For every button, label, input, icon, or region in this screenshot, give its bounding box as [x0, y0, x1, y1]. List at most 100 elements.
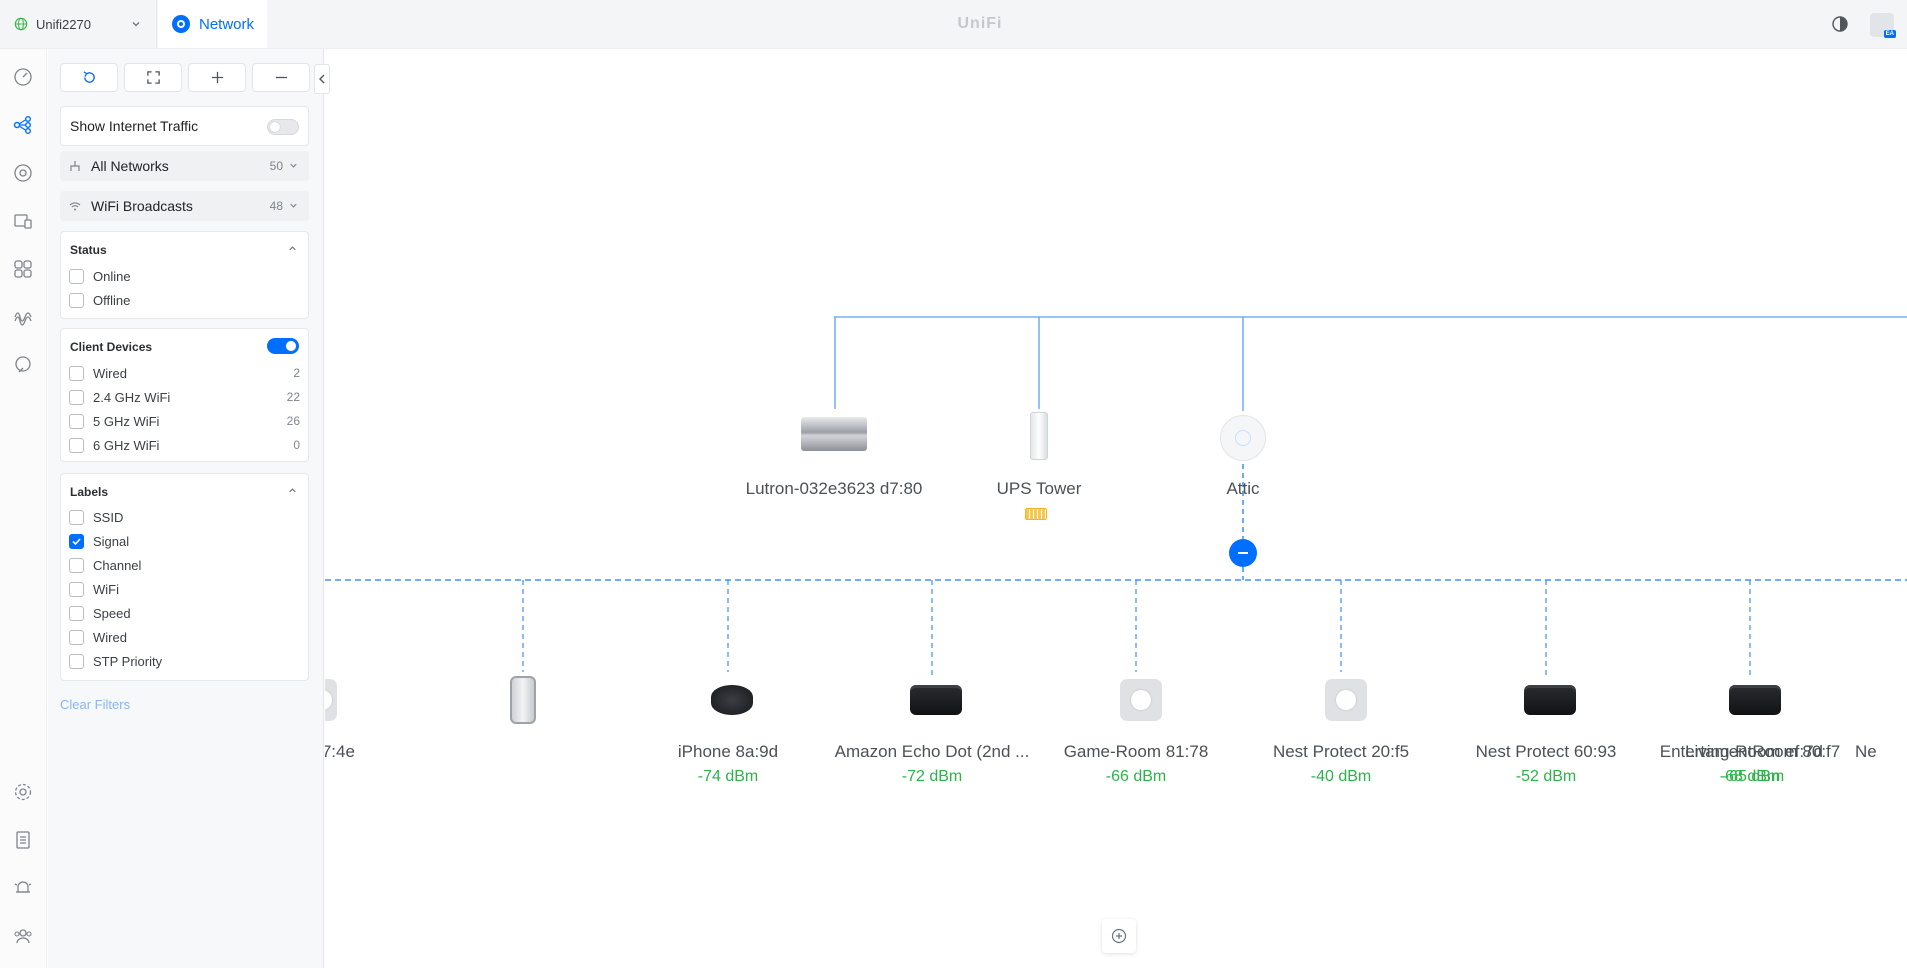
show-internet-traffic-row: Show Internet Traffic [60, 106, 309, 146]
fit-to-screen-button[interactable] [124, 63, 182, 92]
collapse-clients-button[interactable] [1229, 539, 1257, 567]
checkbox[interactable] [69, 653, 84, 669]
client-6ghz-option[interactable]: 6 GHz WiFi 0 [69, 436, 300, 454]
alarm-bell-icon[interactable] [13, 878, 33, 898]
status-offline-option[interactable]: Offline [69, 291, 130, 309]
topology-canvas[interactable]: Lutron-032e3623 d7:80 UPS Tower Attic ec… [325, 49, 1907, 968]
client-wired-option[interactable]: Wired 2 [69, 364, 300, 382]
client-node[interactable]: Nest Protect 20:f5 -40 dBm [1241, 742, 1441, 786]
chevron-up-icon[interactable] [287, 243, 298, 254]
zoom-in-button[interactable] [188, 63, 246, 92]
client-signal: dBm [325, 768, 395, 786]
checkbox[interactable] [69, 413, 84, 429]
checkbox-checked[interactable] [69, 533, 84, 549]
access-point-icon[interactable] [1220, 415, 1266, 461]
client-signal: -72 dBm [901, 768, 963, 785]
client-node[interactable]: iPhone 8a:9d -74 dBm [638, 742, 818, 786]
applications-icon[interactable] [13, 259, 33, 279]
client-signal: -68 dBm [1719, 768, 1781, 785]
label-wired-option[interactable]: Wired [69, 628, 127, 646]
device-ups-tower[interactable]: UPS Tower [959, 479, 1119, 499]
checkbox[interactable] [69, 268, 84, 284]
checkbox[interactable] [69, 389, 84, 405]
show-internet-traffic-label: Show Internet Traffic [70, 118, 199, 134]
innerspace-icon[interactable] [13, 355, 33, 375]
option-label: Signal [93, 533, 130, 549]
apple-tv-icon[interactable] [1729, 685, 1781, 715]
topology-icon[interactable] [13, 115, 33, 135]
option-label: 2.4 GHz WiFi [93, 389, 171, 405]
option-label: Offline [93, 292, 131, 308]
label-signal-option[interactable]: Signal [69, 532, 129, 550]
label-channel-option[interactable]: Channel [69, 556, 141, 574]
client-signal: -40 dBm [1310, 768, 1372, 785]
checkbox[interactable] [69, 365, 84, 381]
client-devices-icon[interactable] [13, 211, 33, 231]
checkbox[interactable] [69, 292, 84, 308]
system-log-icon[interactable] [13, 830, 33, 850]
label-speed-option[interactable]: Speed [69, 604, 131, 622]
client-signal: -66 dBm [1105, 768, 1167, 785]
checkbox[interactable] [69, 605, 84, 621]
option-count: 0 [293, 438, 300, 452]
apple-tv-icon[interactable] [910, 685, 962, 715]
client-24ghz-option[interactable]: 2.4 GHz WiFi 22 [69, 388, 300, 406]
nest-protect-icon[interactable] [1325, 679, 1367, 721]
dashboard-icon[interactable] [13, 67, 33, 87]
tab-network[interactable]: Network [158, 0, 267, 48]
add-device-button[interactable] [1102, 919, 1136, 953]
ups-tower-icon[interactable] [1030, 412, 1048, 460]
unifi-devices-icon[interactable] [13, 163, 33, 183]
chevron-left-icon [318, 74, 324, 84]
clear-filters-link[interactable]: Clear Filters [60, 697, 131, 712]
checkbox[interactable] [69, 509, 84, 525]
checkbox[interactable] [69, 581, 84, 597]
nest-protect-icon[interactable] [325, 679, 337, 721]
option-label: Speed [93, 605, 131, 621]
reset-view-button[interactable] [60, 63, 118, 92]
client-name: Game-Room 81:78 [1063, 742, 1209, 761]
status-online-option[interactable]: Online [69, 267, 131, 285]
chevron-up-icon[interactable] [287, 485, 298, 496]
user-avatar[interactable]: EA [1870, 13, 1896, 38]
client-name: Amazon Echo Dot (2nd ... [834, 742, 1030, 761]
iphone-icon[interactable] [510, 676, 536, 724]
theme-toggle-icon[interactable] [1831, 15, 1849, 33]
client-5ghz-option[interactable]: 5 GHz WiFi 26 [69, 412, 300, 430]
label-ssid-option[interactable]: SSID [69, 508, 123, 526]
tab-network-label: Network [199, 15, 255, 33]
lutron-hub-icon[interactable] [801, 417, 867, 451]
client-node[interactable]: Amazon Echo Dot (2nd ... -72 dBm [832, 742, 1032, 786]
wifi-icon [69, 202, 81, 211]
client-node[interactable]: Nest Protect 60:93 -52 dBm [1446, 742, 1646, 786]
option-label: Wired [93, 365, 127, 381]
client-node[interactable]: Ne [1855, 742, 1907, 762]
checkbox[interactable] [69, 437, 84, 453]
site-selector[interactable]: Unifi2270 [0, 0, 157, 48]
client-node[interactable]: Game-Room 81:78 -66 dBm [1041, 742, 1231, 786]
checkbox[interactable] [69, 557, 84, 573]
client-node[interactable]: EntertamentRoom 80:f7 -68 dBm [1640, 742, 1860, 786]
admins-users-icon[interactable] [13, 926, 33, 946]
all-networks-dropdown[interactable]: All Networks 50 [60, 151, 309, 181]
client-devices-toggle[interactable] [267, 338, 299, 354]
client-node[interactable]: Living-Room ef:7d -65 dBm [1654, 742, 1854, 786]
device-lutron[interactable]: Lutron-032e3623 d7:80 [709, 479, 959, 499]
checkbox[interactable] [69, 629, 84, 645]
client-node[interactable]: ect 57:4e dBm [325, 742, 395, 786]
device-attic[interactable]: Attic [1163, 479, 1323, 499]
nest-protect-icon[interactable] [1120, 679, 1162, 721]
label-stp-priority-option[interactable]: STP Priority [69, 652, 162, 670]
echo-dot-icon[interactable] [711, 685, 753, 715]
wifi-broadcasts-dropdown[interactable]: WiFi Broadcasts 48 [60, 191, 309, 221]
plus-icon [211, 71, 223, 84]
option-label: 6 GHz WiFi [93, 437, 160, 453]
insights-icon[interactable] [13, 307, 33, 327]
show-internet-traffic-toggle[interactable] [267, 119, 299, 135]
settings-gear-icon[interactable] [13, 782, 33, 802]
label-wifi-option[interactable]: WiFi [69, 580, 119, 598]
apple-tv-icon[interactable] [1524, 685, 1576, 715]
zoom-out-button[interactable] [252, 63, 310, 92]
device-name: Attic [1226, 479, 1260, 498]
collapse-panel-button[interactable] [314, 64, 330, 94]
